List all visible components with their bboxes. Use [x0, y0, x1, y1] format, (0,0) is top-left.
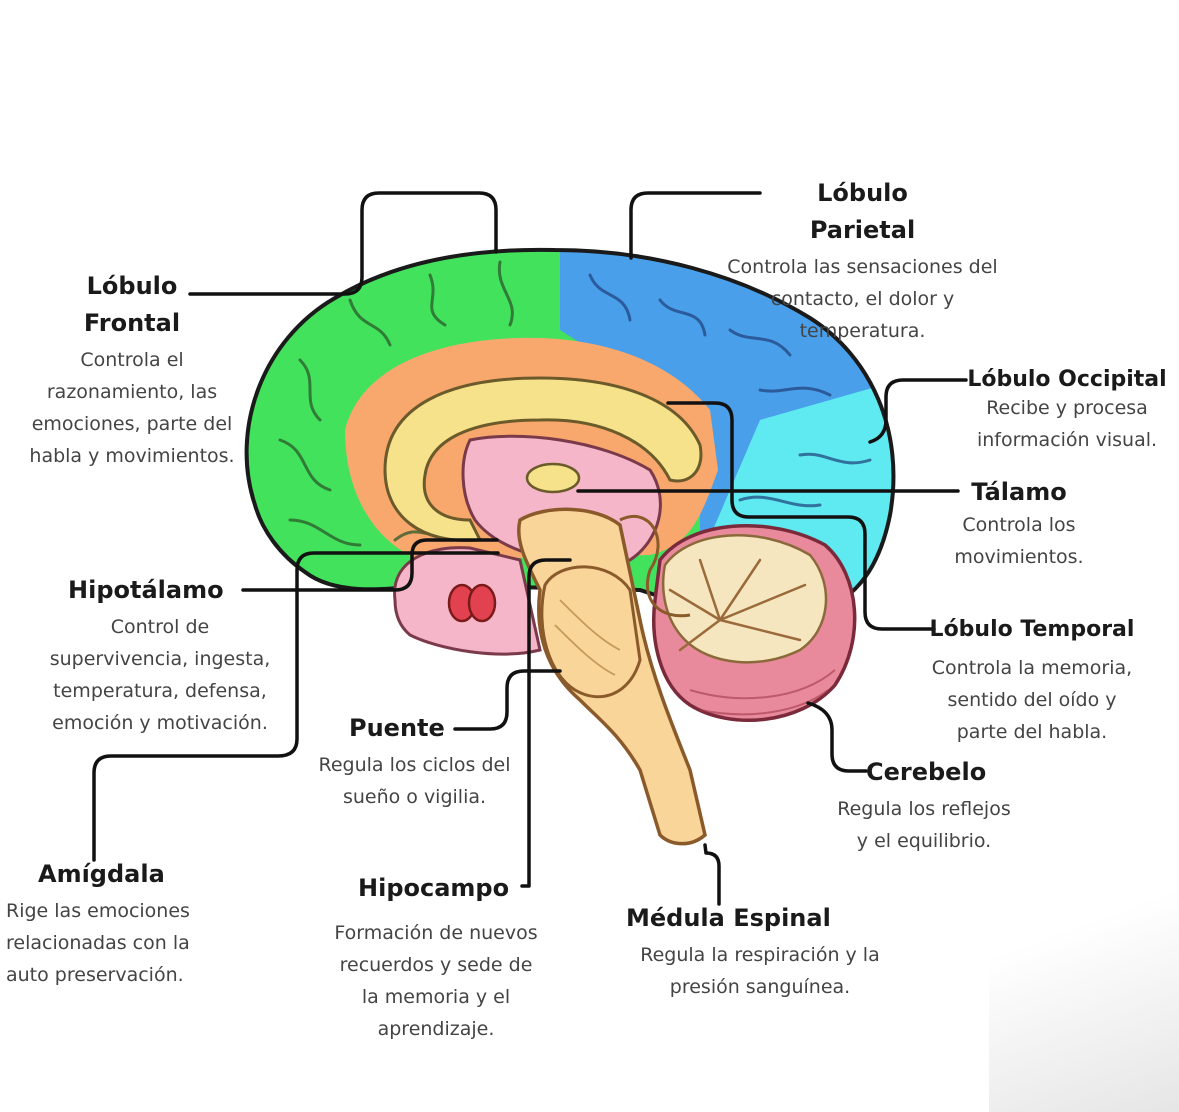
label-occipital-title: Lóbulo Occipital: [967, 367, 1167, 392]
label-frontal: Lóbulo Frontal Controla el razonamiento,…: [4, 268, 260, 472]
label-hipotalamo-title: Hipotálamo: [68, 576, 224, 604]
label-cerebelo: Cerebelo Regula los reflejos y el equili…: [810, 754, 1038, 857]
occipital-lobe-shape: [700, 380, 894, 619]
amygdala-shape: [447, 583, 497, 623]
label-cerebelo-title: Cerebelo: [866, 758, 987, 786]
label-parietal-title: Lóbulo Parietal: [809, 179, 916, 244]
label-medula-desc: Regula la respiración y la presión sangu…: [640, 944, 880, 998]
label-puente-title: Puente: [349, 714, 445, 742]
label-amigdala: Amígdala Rige las emociones relacionadas…: [6, 856, 228, 991]
label-puente-desc: Regula los ciclos del sueño o vigilia.: [318, 754, 511, 808]
label-talamo-desc: Controla los movimientos.: [954, 514, 1084, 568]
label-amigdala-title: Amígdala: [38, 860, 165, 888]
label-frontal-desc: Controla el razonamiento, las emociones,…: [29, 349, 235, 467]
label-talamo: Tálamo Controla los movimientos.: [924, 474, 1114, 573]
pons-shape: [540, 565, 642, 699]
corner-shadow: [989, 882, 1179, 1112]
label-frontal-title: Lóbulo Frontal: [83, 272, 181, 337]
hippocampus-shape: [619, 514, 691, 618]
label-parietal-desc: Controla las sensaciones del contacto, e…: [727, 256, 998, 342]
label-cerebelo-desc: Regula los reflejos y el equilibrio.: [837, 798, 1011, 852]
label-occipital-desc: Recibe y procesa información visual.: [976, 397, 1158, 451]
label-temporal-desc: Controla la memoria, sentido del oído y …: [931, 657, 1133, 743]
label-amigdala-desc: Rige las emociones relacionadas con la a…: [6, 900, 190, 986]
label-hipocampo-desc: Formación de nuevos recuerdos y sede de …: [334, 922, 538, 1040]
label-occipital: Lóbulo Occipital Recibe y procesa inform…: [958, 361, 1176, 456]
label-hipotalamo: Hipotálamo Control de supervivencia, ing…: [20, 572, 300, 739]
label-puente: Puente Regula los ciclos del sueño o vig…: [297, 710, 532, 813]
thalamus-shape: [525, 462, 581, 494]
label-temporal: Lóbulo Temporal Controla la memoria, sen…: [903, 611, 1161, 748]
label-hipotalamo-desc: Control de supervivencia, ingesta, tempe…: [49, 616, 271, 734]
label-medula-title: Médula Espinal: [626, 904, 831, 932]
label-medula: Médula Espinal Regula la respiración y l…: [610, 900, 910, 1003]
label-temporal-title: Lóbulo Temporal: [929, 617, 1135, 642]
label-parietal: Lóbulo Parietal Controla las sensaciones…: [700, 175, 1025, 347]
corpus-callosum-shape: [383, 376, 703, 543]
label-hipocampo: Hipocampo Formación de nuevos recuerdos …: [308, 870, 564, 1045]
label-hipocampo-title: Hipocampo: [358, 874, 510, 902]
label-talamo-title: Tálamo: [971, 478, 1067, 506]
